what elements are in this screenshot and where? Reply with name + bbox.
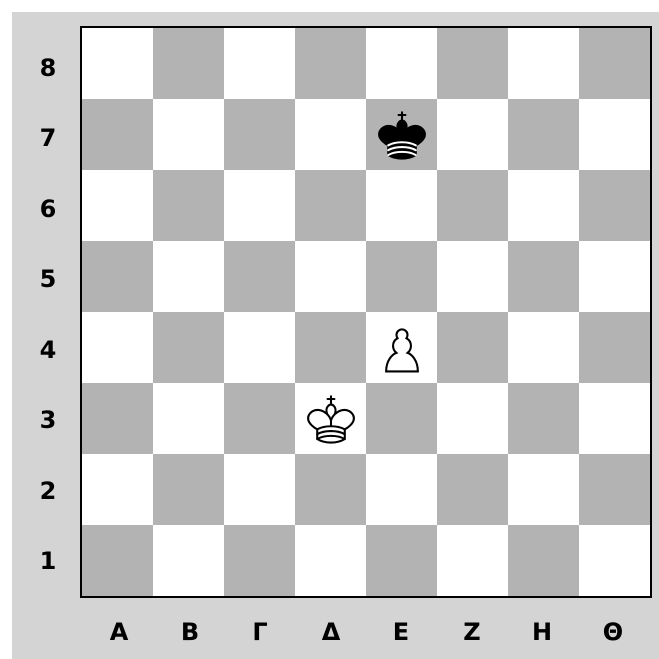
file-label-g: Η (522, 620, 562, 644)
square-Β7[interactable] (153, 99, 224, 170)
square-Ζ8[interactable] (437, 28, 508, 99)
square-Δ1[interactable] (295, 525, 366, 596)
square-Θ6[interactable] (579, 170, 650, 241)
square-Ε2[interactable] (366, 454, 437, 525)
square-Δ8[interactable] (295, 28, 366, 99)
square-Β6[interactable] (153, 170, 224, 241)
black-king-icon[interactable] (371, 104, 433, 166)
rank-label-1: 1 (30, 549, 66, 573)
file-label-h: Θ (593, 620, 633, 644)
square-Α5[interactable] (82, 241, 153, 312)
square-Ε7[interactable] (366, 99, 437, 170)
square-Ζ3[interactable] (437, 383, 508, 454)
square-Ε4[interactable] (366, 312, 437, 383)
square-Δ4[interactable] (295, 312, 366, 383)
square-Β8[interactable] (153, 28, 224, 99)
square-Η8[interactable] (508, 28, 579, 99)
square-Β2[interactable] (153, 454, 224, 525)
square-Β4[interactable] (153, 312, 224, 383)
square-Θ5[interactable] (579, 241, 650, 312)
square-Η5[interactable] (508, 241, 579, 312)
square-Β1[interactable] (153, 525, 224, 596)
square-Γ2[interactable] (224, 454, 295, 525)
rank-label-5: 5 (30, 267, 66, 291)
square-Θ3[interactable] (579, 383, 650, 454)
square-Θ7[interactable] (579, 99, 650, 170)
file-label-c: Γ (240, 620, 280, 644)
square-Δ7[interactable] (295, 99, 366, 170)
file-label-b: Β (170, 620, 210, 644)
rank-label-7: 7 (30, 126, 66, 150)
square-Ζ5[interactable] (437, 241, 508, 312)
square-Γ3[interactable] (224, 383, 295, 454)
white-king-icon[interactable] (300, 388, 362, 450)
square-Θ8[interactable] (579, 28, 650, 99)
rank-label-2: 2 (30, 479, 66, 503)
square-Η2[interactable] (508, 454, 579, 525)
square-Ε6[interactable] (366, 170, 437, 241)
square-Θ2[interactable] (579, 454, 650, 525)
square-Η7[interactable] (508, 99, 579, 170)
square-Ε1[interactable] (366, 525, 437, 596)
square-Γ8[interactable] (224, 28, 295, 99)
rank-label-8: 8 (30, 56, 66, 80)
square-Η1[interactable] (508, 525, 579, 596)
white-pawn-icon[interactable] (371, 317, 433, 379)
square-Ε5[interactable] (366, 241, 437, 312)
chess-board (80, 26, 652, 598)
square-Η3[interactable] (508, 383, 579, 454)
square-Β5[interactable] (153, 241, 224, 312)
square-Α2[interactable] (82, 454, 153, 525)
file-label-f: Ζ (452, 620, 492, 644)
square-Δ6[interactable] (295, 170, 366, 241)
square-Θ4[interactable] (579, 312, 650, 383)
square-Θ1[interactable] (579, 525, 650, 596)
square-Ζ6[interactable] (437, 170, 508, 241)
file-label-e: Ε (381, 620, 421, 644)
square-Ζ7[interactable] (437, 99, 508, 170)
file-label-a: Α (99, 620, 139, 644)
square-Η4[interactable] (508, 312, 579, 383)
square-Ε8[interactable] (366, 28, 437, 99)
rank-label-6: 6 (30, 197, 66, 221)
square-Ζ2[interactable] (437, 454, 508, 525)
rank-label-3: 3 (30, 408, 66, 432)
square-Δ3[interactable] (295, 383, 366, 454)
square-Α4[interactable] (82, 312, 153, 383)
file-label-d: Δ (311, 620, 351, 644)
square-Δ2[interactable] (295, 454, 366, 525)
square-Γ7[interactable] (224, 99, 295, 170)
square-Γ5[interactable] (224, 241, 295, 312)
square-Α6[interactable] (82, 170, 153, 241)
square-Γ4[interactable] (224, 312, 295, 383)
square-Δ5[interactable] (295, 241, 366, 312)
square-Α1[interactable] (82, 525, 153, 596)
square-Γ6[interactable] (224, 170, 295, 241)
square-Ζ1[interactable] (437, 525, 508, 596)
square-Ζ4[interactable] (437, 312, 508, 383)
square-Η6[interactable] (508, 170, 579, 241)
square-Γ1[interactable] (224, 525, 295, 596)
square-Α8[interactable] (82, 28, 153, 99)
square-Α7[interactable] (82, 99, 153, 170)
rank-label-4: 4 (30, 338, 66, 362)
square-Β3[interactable] (153, 383, 224, 454)
square-Ε3[interactable] (366, 383, 437, 454)
square-Α3[interactable] (82, 383, 153, 454)
